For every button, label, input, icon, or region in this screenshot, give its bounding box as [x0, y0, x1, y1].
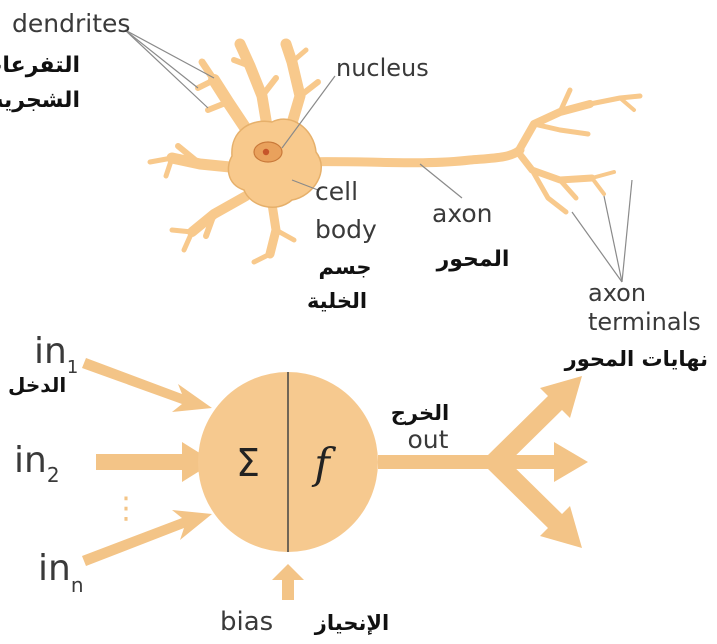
input-n-label: inn — [38, 548, 84, 597]
bias-arrow — [272, 564, 304, 600]
label-axon-ar: المحور — [436, 247, 510, 272]
label-cell-body-ar-2: الخلية — [307, 289, 367, 313]
bias-label: bias — [220, 607, 273, 637]
perceptron: ⋮ Σ f — [82, 358, 588, 600]
sum-symbol: Σ — [236, 441, 260, 485]
nucleolus — [263, 149, 269, 155]
label-axon-terminals-ar: نهايات المحور — [564, 347, 708, 371]
label-cell-body-1: cell — [315, 177, 358, 206]
label-axon-terminals-1: axon — [588, 279, 646, 307]
label-axon: axon — [432, 199, 493, 228]
input-arrow-1 — [82, 358, 212, 412]
label-dendrites-ar-2: الشجرية — [0, 88, 80, 113]
label-dendrites: dendrites — [12, 9, 130, 38]
input-ellipsis: ⋮ — [111, 491, 141, 526]
input-1-label: in1 — [34, 331, 78, 378]
label-nucleus: nucleus — [336, 54, 429, 82]
input-arrow-n — [82, 510, 212, 566]
axon — [300, 150, 520, 163]
bias-label-ar: الإنحياز — [314, 611, 389, 635]
input-arrows — [82, 358, 214, 566]
label-axon-terminals-2: terminals — [588, 308, 701, 336]
input-2-label: in2 — [14, 440, 60, 487]
label-dendrites-ar-1: التفرعات — [0, 53, 80, 78]
input-arrow-2 — [96, 442, 214, 482]
inputs-label-ar: الدخل — [8, 373, 66, 397]
output-label: out — [408, 425, 449, 454]
label-cell-body-2: body — [315, 215, 377, 244]
label-cell-body-ar-1: جسم — [319, 255, 372, 279]
axon-terminals — [518, 90, 640, 212]
output-label-ar: الخرج — [391, 401, 449, 426]
